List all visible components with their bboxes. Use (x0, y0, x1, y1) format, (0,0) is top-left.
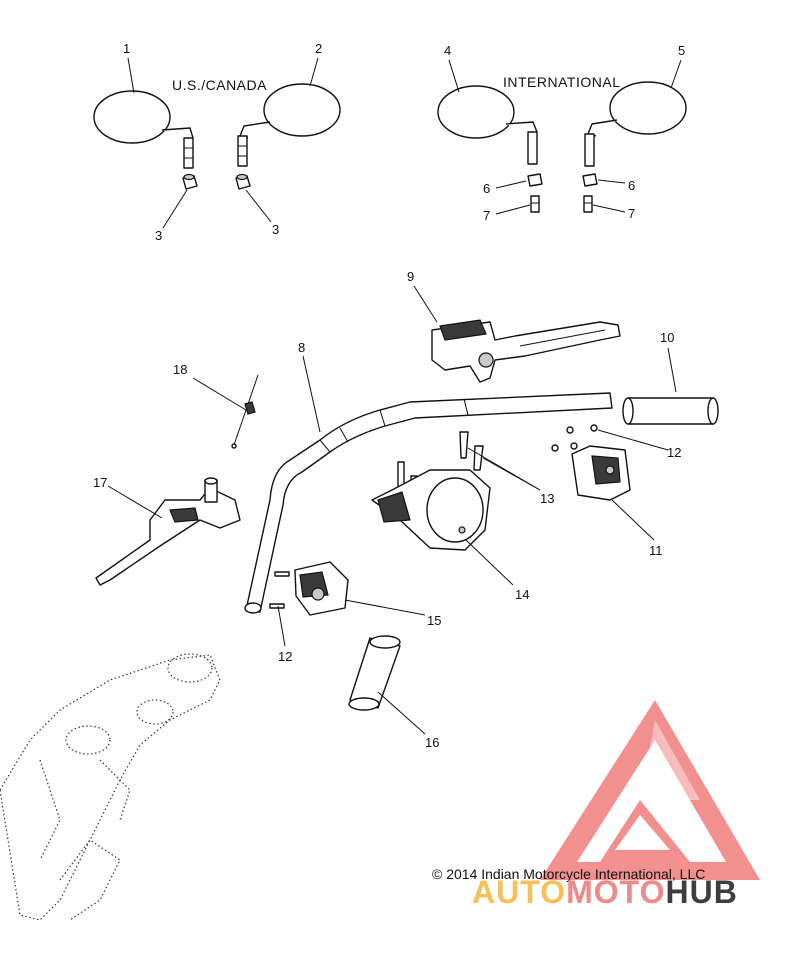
front-fork-reference (0, 653, 221, 921)
callout-9: 9 (407, 269, 414, 284)
nut-3-right (235, 173, 251, 190)
callout-3-right: 3 (272, 222, 279, 237)
watermark-auto: AUTO (472, 874, 567, 910)
callout-10: 10 (660, 330, 674, 345)
leader-lines (107, 57, 682, 735)
adapter-6-right (582, 173, 598, 187)
bolt-7-left (530, 195, 540, 213)
mirror-right-us (237, 83, 341, 167)
switch-assembly (269, 561, 349, 616)
callout-16: 16 (425, 735, 439, 750)
callout-11: 11 (649, 543, 663, 558)
region-label-international: INTERNATIONAL (503, 74, 620, 90)
watermark-moto: MOTO (566, 874, 666, 910)
grip-right (622, 397, 719, 425)
nut-3-left (182, 173, 198, 190)
grip-left (348, 635, 401, 711)
bolt-7-right (583, 195, 593, 213)
brake-master-cylinder (431, 319, 621, 383)
adapter-6-left (527, 173, 543, 187)
callout-6-right: 6 (628, 178, 635, 193)
callout-7-left: 7 (483, 208, 490, 223)
copyright-notice: © 2014 Indian Motorcycle International, … (432, 866, 706, 882)
callout-4: 4 (444, 43, 451, 58)
mirror-left-intl (437, 85, 538, 165)
callout-1: 1 (123, 41, 130, 56)
callout-6-left: 6 (483, 181, 490, 196)
callout-18: 18 (173, 362, 187, 377)
callout-7-right: 7 (628, 206, 635, 221)
callout-8: 8 (298, 340, 305, 355)
watermark-text: AUTOMOTOHUB (472, 874, 738, 911)
handlebar (244, 392, 613, 614)
callout-15: 15 (427, 613, 441, 628)
clutch-lever (95, 477, 241, 586)
callout-5: 5 (678, 43, 685, 58)
callout-12-right: 12 (667, 445, 681, 460)
callout-2: 2 (315, 41, 322, 56)
mirror-left-us (93, 90, 194, 169)
screws-12-right (551, 424, 598, 452)
region-label-us-canada: U.S./CANADA (172, 77, 267, 93)
watermark-hub: HUB (665, 874, 738, 910)
callout-12-left: 12 (278, 649, 292, 664)
callout-13: 13 (540, 491, 554, 506)
callout-14: 14 (515, 587, 529, 602)
callout-3-left: 3 (155, 228, 162, 243)
switch-housing-left (371, 469, 491, 551)
mirror-right-intl (584, 81, 687, 167)
switch-housing-right (571, 445, 631, 501)
callout-17: 17 (93, 475, 107, 490)
cable-tie (231, 374, 259, 449)
